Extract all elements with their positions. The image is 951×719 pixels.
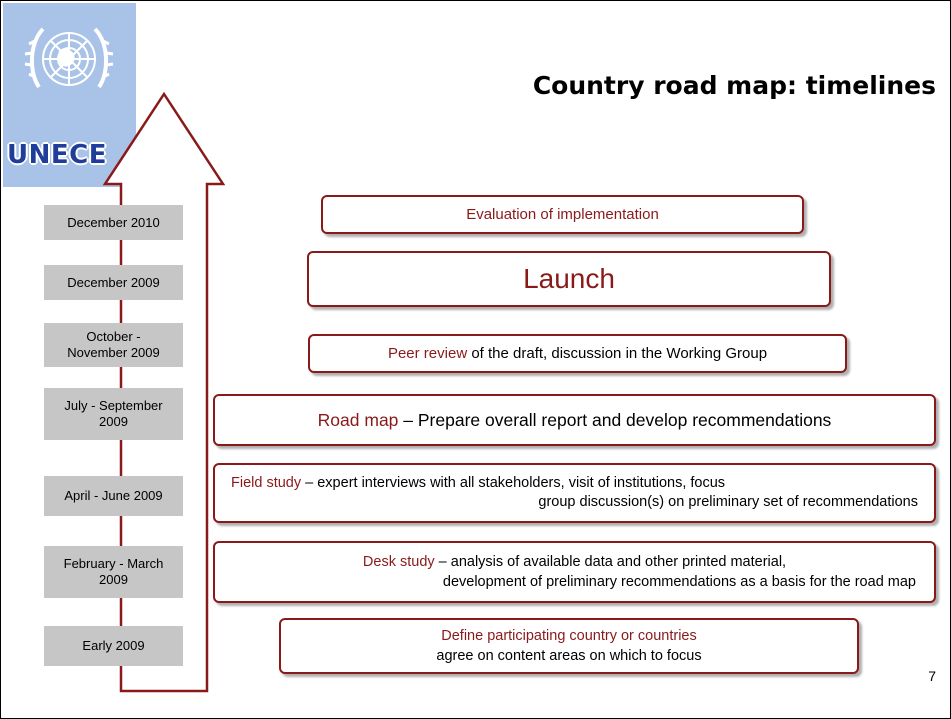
timeline-date: April - June 2009 xyxy=(44,476,183,516)
step-highlight: Define participating country or countrie… xyxy=(441,628,697,644)
step-text: agree on content areas on which to focus xyxy=(436,648,702,664)
timeline-date: October -November 2009 xyxy=(44,323,183,367)
step-highlight: Launch xyxy=(523,263,615,294)
unece-wordmark: UNECE xyxy=(7,140,107,170)
step-highlight: Peer review xyxy=(387,345,468,362)
step-text: – expert interviews with all stakeholder… xyxy=(301,475,726,491)
timeline-date: Early 2009 xyxy=(44,626,183,666)
step-text: – Prepare overall report and develop rec… xyxy=(398,409,832,430)
step-highlight: Field study xyxy=(231,475,302,491)
step-highlight: Road map xyxy=(317,409,399,430)
un-emblem-icon xyxy=(24,27,114,89)
step-road-map: Road map – Prepare overall report and de… xyxy=(213,394,936,446)
step-desk-study: Desk study – analysis of available data … xyxy=(213,541,936,603)
page-number: 7 xyxy=(928,668,936,684)
step-text: group discussion(s) on preliminary set o… xyxy=(538,494,918,510)
step-field-study: Field study – expert interviews with all… xyxy=(213,463,936,523)
unece-logo: UNECE xyxy=(3,3,136,187)
step-peer-review: Peer review of the draft, discussion in … xyxy=(308,334,847,373)
step-text: of the draft, discussion in the Working … xyxy=(467,345,768,362)
step-highlight: Desk study xyxy=(362,554,435,570)
slide-title: Country road map: timelines xyxy=(532,71,936,100)
step-define-country: Define participating country or countrie… xyxy=(279,618,859,674)
timeline-date: December 2009 xyxy=(44,265,183,300)
step-text: – analysis of available data and other p… xyxy=(434,554,787,570)
step-text: development of preliminary recommendatio… xyxy=(442,574,916,590)
step-launch: Launch xyxy=(307,251,831,307)
step-highlight: Evaluation of implementation xyxy=(466,206,659,223)
timeline-date: December 2010 xyxy=(44,205,183,240)
step-evaluation: Evaluation of implementation xyxy=(321,195,804,234)
